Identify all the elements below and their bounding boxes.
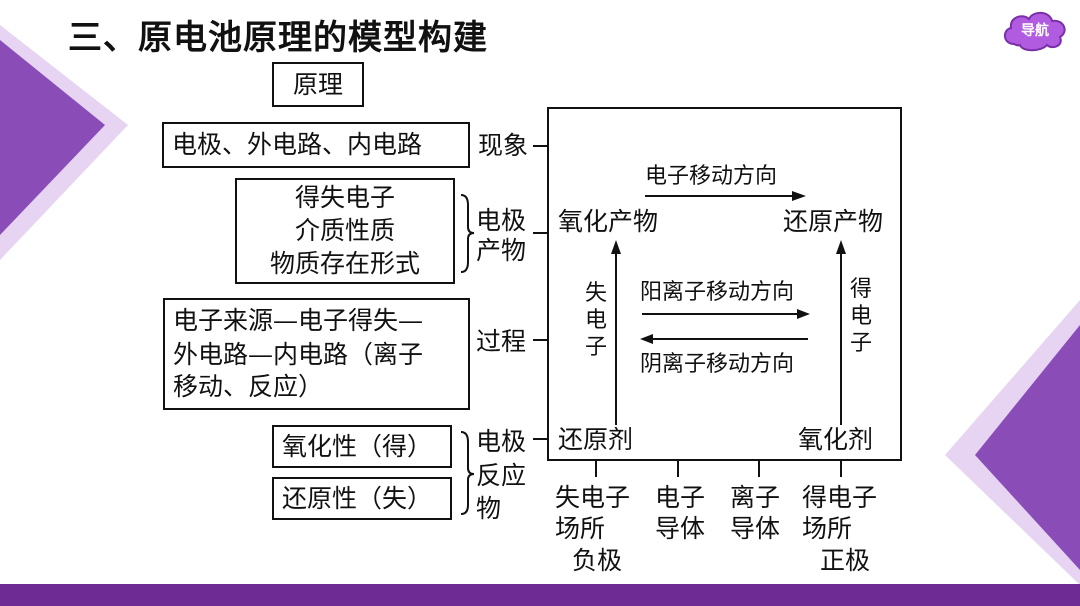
bottom-label-4-line-1: 得电子 [802,483,878,512]
phenomenon-box: 电极、外电路、内电路 [162,122,470,168]
cation-arrowhead [797,309,810,319]
right-deco-triangle [975,325,1080,570]
electrode-products-box: 得失电子 介质性质 物质存在形式 [235,178,455,284]
lose-electron-arrowhead [611,240,621,254]
brace-electrode-products [460,194,475,273]
electrode-products-label-1: 电极 [476,206,527,235]
reactants-label-1: 电极 [476,427,527,456]
oxidation-product: 氧化产物 [558,207,659,236]
footer-bar [0,584,1080,606]
bottom-label-3-line-2: 导体 [730,514,781,543]
anion-arrowhead [640,334,653,344]
bottom-label-1-line-2: 场所 [555,514,606,543]
process-line-3: 移动、反应） [173,372,324,401]
phenomenon-box-text: 电极、外电路、内电路 [172,130,423,159]
cloud-icon [1004,11,1066,52]
model-frame [547,107,902,461]
nav-button[interactable]: 导航 [1000,8,1070,52]
bottom-label-2-line-2: 导体 [655,514,706,543]
reducing-property-text: 还原性（失） [282,484,433,513]
oxidizing-property-text: 氧化性（得） [282,432,433,461]
lose-electron-label: 失电子 [584,281,607,360]
bottom-label-1-line-1: 失电子 [555,483,631,512]
page-title: 三、原电池原理的模型构建 [68,18,488,58]
process-label: 过程 [476,327,527,356]
oxidizing-property-box: 氧化性（得） [272,425,452,468]
electron-direction-label: 电子移动方向 [645,164,778,189]
reducing-agent: 还原剂 [558,425,634,454]
phenomenon-label: 现象 [478,131,529,160]
brace-reactants [460,431,475,515]
gain-electron-arrowhead [836,240,846,254]
oxidizing-agent: 氧化剂 [798,425,874,454]
left-deco-triangle [0,40,105,235]
bottom-label-3-line-1: 离子 [730,483,781,512]
reactants-label-3: 物 [476,494,502,523]
electrode-products-line-2: 介质性质 [294,216,395,245]
electrode-products-line-1: 得失电子 [294,183,395,212]
negative-pole: 负极 [572,546,623,575]
process-line-1: 电子来源—电子得失— [173,306,424,335]
reduction-product: 还原产物 [783,207,884,236]
principle-label: 原理 [292,70,343,99]
reducing-property-box: 还原性（失） [272,477,452,520]
electrode-products-line-3: 物质存在形式 [269,249,420,278]
positive-pole: 正极 [820,546,871,575]
bottom-label-2-line-1: 电子 [655,483,706,512]
gain-electron-label: 得电子 [849,277,872,356]
principle-box: 原理 [272,62,364,107]
electron-arrowhead [792,191,806,201]
anion-direction-label: 阴离子移动方向 [640,352,795,377]
process-box: 电子来源—电子得失— 外电路—内电路（离子 移动、反应） [163,298,470,410]
process-line-2: 外电路—内电路（离子 [173,340,424,369]
nav-label: 导航 [1021,23,1049,39]
electrode-products-label-2: 产物 [476,236,527,265]
bottom-label-4-line-2: 场所 [802,514,853,543]
reactants-label-2: 反应 [476,461,527,490]
cation-direction-label: 阳离子移动方向 [640,280,795,305]
